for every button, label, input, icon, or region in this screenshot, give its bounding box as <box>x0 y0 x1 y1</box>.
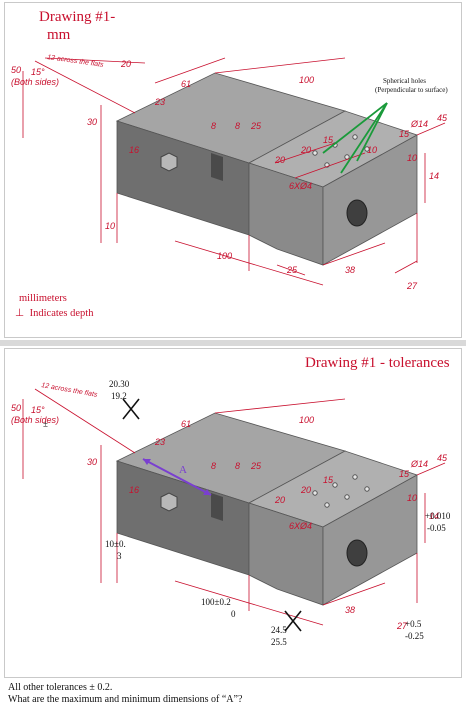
tol-dim-14: 14 <box>429 511 439 521</box>
legend-depth-label: Indicates depth <box>29 308 94 319</box>
tol-25: 25.5 <box>271 637 287 647</box>
tol-dim-depth-45: 45 <box>437 453 448 463</box>
cross-marks <box>122 398 302 632</box>
tol-dim-27: 27 <box>396 621 408 631</box>
tol-24: 24.5 <box>271 625 287 635</box>
dim-10-right: 10 <box>407 153 417 163</box>
note-spherical-holes: Spherical holes <box>383 77 426 85</box>
dim-holes-15: 15 <box>323 135 334 145</box>
tol-dim-15-degree: 15° <box>31 405 45 415</box>
tol-dim-25: 25 <box>250 461 262 471</box>
note-perpendicular: (Perpendicular to surface) <box>375 86 448 94</box>
part-body <box>115 72 418 266</box>
dim-27: 27 <box>406 281 418 291</box>
dim-depth-45: 45 <box>437 113 448 123</box>
question-footer: All other tolerances ± 0.2. What are the… <box>8 682 242 706</box>
tol-dim-holes-15: 15 <box>323 475 334 485</box>
tol-top-b: 19.2 <box>111 391 127 401</box>
dim-100-bottom: 100 <box>217 251 232 261</box>
dim-23: 23 <box>154 97 165 107</box>
tol-dim-30: 30 <box>87 457 97 467</box>
tol-dim-8b: 8 <box>235 461 240 471</box>
dim-30: 30 <box>87 117 97 127</box>
tol-dim-15-right: 15 <box>399 469 410 479</box>
part-drawing-top: 50 15° (Both sides) 12 across the flats … <box>11 54 448 291</box>
dim-20: 20 <box>120 59 131 69</box>
dim-8b: 8 <box>235 121 240 131</box>
tol-dim-holes-spec: 6XØ4 <box>289 521 312 531</box>
dim-holes-10: 10 <box>367 145 377 155</box>
panel-divider <box>0 340 466 346</box>
dim-50: 50 <box>11 65 21 75</box>
tol-dim-both-sides: (Both sides) <box>11 415 59 425</box>
tol-dim-8a: 8 <box>211 461 216 471</box>
drawing-title-unit: mm <box>47 27 71 43</box>
tol-10-b: 3 <box>117 551 122 561</box>
tol-05-b: -0.25 <box>405 631 424 641</box>
depth-symbol-icon: ⊥ <box>15 308 25 319</box>
dimension-A-arrow <box>142 458 212 496</box>
dim-61: 61 <box>181 79 191 89</box>
dim-15-degree: 15° <box>31 67 45 77</box>
tol-dim-38: 38 <box>345 605 355 615</box>
dim-15-right: 15 <box>399 129 410 139</box>
dimension-lines-tol <box>22 388 446 626</box>
dim-25-bottom: 25 <box>286 265 298 275</box>
dim-across-flats: 12 across the flats <box>47 54 105 69</box>
drawing-panel-tolerances: A 50 15° (Both sides) 12 across the flat… <box>4 348 462 678</box>
tol-dim-100-top: 100 <box>299 415 314 425</box>
dimension-lines <box>22 57 446 286</box>
part-drawing-bottom: A 50 15° (Both sides) 12 across the flat… <box>11 382 448 632</box>
tol-15: ± <box>43 419 48 429</box>
dim-10: 10 <box>105 221 115 231</box>
tol-dim-holes-20b: 20 <box>300 485 311 495</box>
legend-units: millimeters <box>19 293 67 304</box>
dim-dia-14: Ø14 <box>410 119 428 129</box>
dim-holes-20a: 20 <box>274 155 285 165</box>
tol-100-b: 0 <box>231 609 236 619</box>
tol-05-a: +0.5 <box>405 619 422 629</box>
dim-14: 14 <box>429 171 439 181</box>
tol-dim-16: 16 <box>129 485 139 495</box>
dim-38: 38 <box>345 265 355 275</box>
dim-16: 16 <box>129 145 139 155</box>
dimension-A-label: A <box>179 464 187 476</box>
drawing-title: Drawing #1- <box>39 9 116 25</box>
tol-100-a: 100±0.2 <box>201 597 231 607</box>
footer-tolerance-note: All other tolerances ± 0.2. <box>8 682 113 693</box>
tolerances-title: Drawing #1 - tolerances <box>305 355 450 371</box>
dim-holes-20b: 20 <box>300 145 311 155</box>
dim-both-sides: (Both sides) <box>11 77 59 87</box>
spherical-hole-arrows <box>322 102 388 174</box>
tol-14-b: -0.05 <box>427 523 446 533</box>
tol-10-a: 10±0. <box>105 539 126 549</box>
tol-dim-10-right: 10 <box>407 493 417 503</box>
legend-depth: ⊥ Indicates depth <box>15 307 93 319</box>
tol-14-a: +0.010 <box>425 511 451 521</box>
footer-question: What are the maximum and minimum dimensi… <box>8 694 243 705</box>
tol-dim-50: 50 <box>11 403 21 413</box>
tol-dim-holes-20a: 20 <box>274 495 285 505</box>
tol-dim-61: 61 <box>181 419 191 429</box>
dim-100-top: 100 <box>299 75 314 85</box>
tol-top-a: 20.30 <box>109 379 130 389</box>
tol-dim-23: 23 <box>154 437 165 447</box>
drawing-panel-dimensions: 50 15° (Both sides) 12 across the flats … <box>4 2 462 338</box>
tol-dim-across-flats: 12 across the flats <box>41 382 99 399</box>
tol-dim-dia-14: Ø14 <box>410 459 428 469</box>
dim-8a: 8 <box>211 121 216 131</box>
dim-25: 25 <box>250 121 262 131</box>
dim-holes-spec: 6XØ4 <box>289 181 312 191</box>
